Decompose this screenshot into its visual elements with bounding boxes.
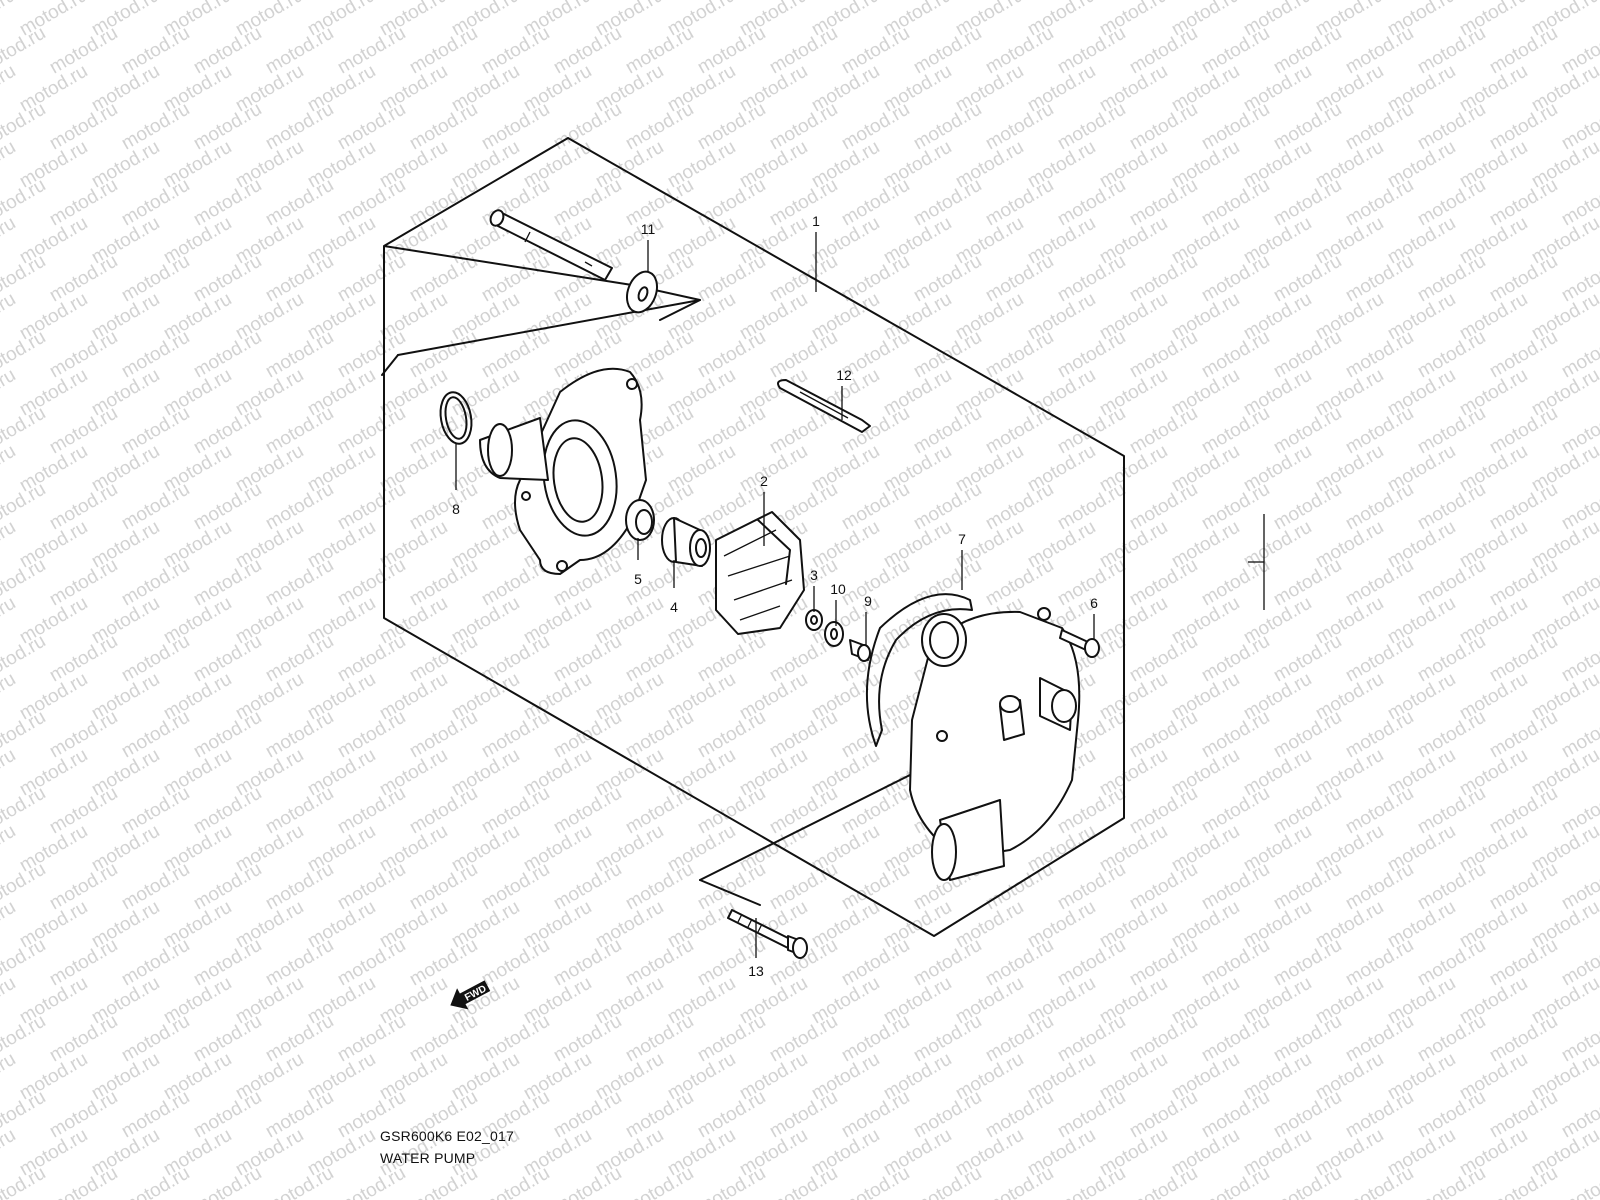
watermark-text: motod.ru <box>0 61 19 117</box>
diagram-title: WATER PUMP <box>380 1150 476 1166</box>
bolt-9-drawing <box>849 639 871 662</box>
watermark-text: motod.ru <box>1126 1163 1201 1200</box>
oil-seal-5-drawing <box>625 499 655 541</box>
watermark-text: motod.ru <box>0 1049 19 1105</box>
watermark-text: motod.ru <box>0 745 19 801</box>
watermark-text: motod.ru <box>694 1163 769 1200</box>
watermark-text: motod.ru <box>0 213 19 269</box>
watermark-text: motod.ru <box>46 1163 121 1200</box>
watermark-text: motod.ru <box>622 1163 697 1200</box>
watermark-text: motod.ru <box>1486 1163 1561 1200</box>
watermark-text: motod.ru <box>0 289 19 345</box>
watermark-text: motod.ru <box>838 1163 913 1200</box>
callout-12: 12 <box>836 367 852 383</box>
diagram-code: GSR600K6 E02_017 <box>380 1128 514 1144</box>
watermark-text: motod.ru <box>334 1163 409 1200</box>
bolt-13-drawing <box>727 909 808 959</box>
watermark-text: motod.ru <box>118 1163 193 1200</box>
callout-labels: 1 2 3 4 5 6 7 8 9 10 11 12 13 <box>452 213 1098 979</box>
watermark-text: motod.ru <box>0 821 19 877</box>
callout-11: 11 <box>641 221 656 237</box>
callout-13: 13 <box>748 963 764 979</box>
watermark-text: motod.ru <box>1198 1163 1273 1200</box>
callout-9: 9 <box>864 593 872 609</box>
callout-7: 7 <box>958 531 966 547</box>
shaft-drawing <box>489 209 613 281</box>
watermark-text: motod.ru <box>0 0 19 40</box>
callout-8: 8 <box>452 501 460 517</box>
washer-11-drawing <box>626 270 658 314</box>
reference-bracket <box>1248 514 1265 610</box>
watermark-text: motod.ru <box>1558 1163 1600 1200</box>
callout-1: 1 <box>812 213 820 229</box>
watermark-text: motod.ru <box>478 1163 553 1200</box>
watermark-text: motod.ru <box>190 1163 265 1200</box>
watermark-text: motod.ru <box>0 441 19 497</box>
washer-3-drawing <box>805 609 823 631</box>
watermark-text: motod.ru <box>0 593 19 649</box>
gasket-7-drawing <box>865 593 973 747</box>
pump-case-drawing <box>909 607 1081 881</box>
watermark-text: motod.ru <box>0 1125 19 1181</box>
watermark-text: motod.ru <box>910 1163 985 1200</box>
washer-10-drawing <box>824 621 844 647</box>
watermark-text: motod.ru <box>550 1163 625 1200</box>
watermark-text: motod.ru <box>406 1163 481 1200</box>
callout-leaders <box>455 232 1095 958</box>
watermark-text: motod.ru <box>0 973 19 1029</box>
watermark-text: motod.ru <box>0 517 19 573</box>
o-ring-8-drawing <box>439 391 473 445</box>
watermark-text: motod.ru <box>766 1163 841 1200</box>
watermark-text: motod.ru <box>1270 1163 1345 1200</box>
callout-2: 2 <box>760 473 768 489</box>
callout-5: 5 <box>634 571 642 587</box>
callout-10: 10 <box>830 581 846 597</box>
watermark-text: motod.ru <box>1054 1163 1129 1200</box>
mechanical-seal-4-drawing <box>661 517 711 567</box>
watermark-text: motod.ru <box>0 897 19 953</box>
watermark-text: motod.ru <box>0 365 19 421</box>
watermark-text: motod.ru <box>0 669 19 725</box>
bolt-6-drawing <box>1059 629 1100 658</box>
watermark-text: motod.ru <box>1414 1163 1489 1200</box>
watermark-text: motod.ru <box>982 1163 1057 1200</box>
callout-6: 6 <box>1090 595 1098 611</box>
clip-12-drawing <box>777 379 871 433</box>
pump-cover-drawing <box>479 367 647 575</box>
watermark-text: motod.ru <box>262 1163 337 1200</box>
impeller-2-drawing <box>715 511 805 635</box>
watermark-text: motod.ru <box>1342 1163 1417 1200</box>
callout-3: 3 <box>810 567 818 583</box>
watermark-text: motod.ru <box>0 137 19 193</box>
callout-4: 4 <box>670 599 678 615</box>
